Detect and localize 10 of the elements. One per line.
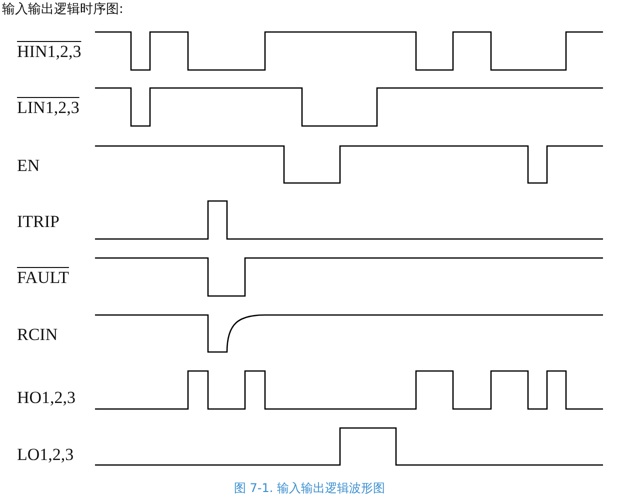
signal-name: ITRIP [17, 212, 60, 232]
signal-name: EN [17, 156, 40, 176]
signal-name: HIN1,2,3 [17, 42, 82, 62]
signal-name: FAULT [17, 268, 69, 288]
signal-name: RCIN [17, 325, 58, 345]
diagram-title: 输入输出逻辑时序图: [2, 1, 124, 18]
signal-name: LIN1,2,3 [17, 98, 80, 118]
figure-caption: 图 7-1. 输入输出逻辑波形图 [232, 480, 386, 497]
signal-name: HO1,2,3 [17, 388, 76, 408]
signal-name: LO1,2,3 [17, 445, 74, 465]
